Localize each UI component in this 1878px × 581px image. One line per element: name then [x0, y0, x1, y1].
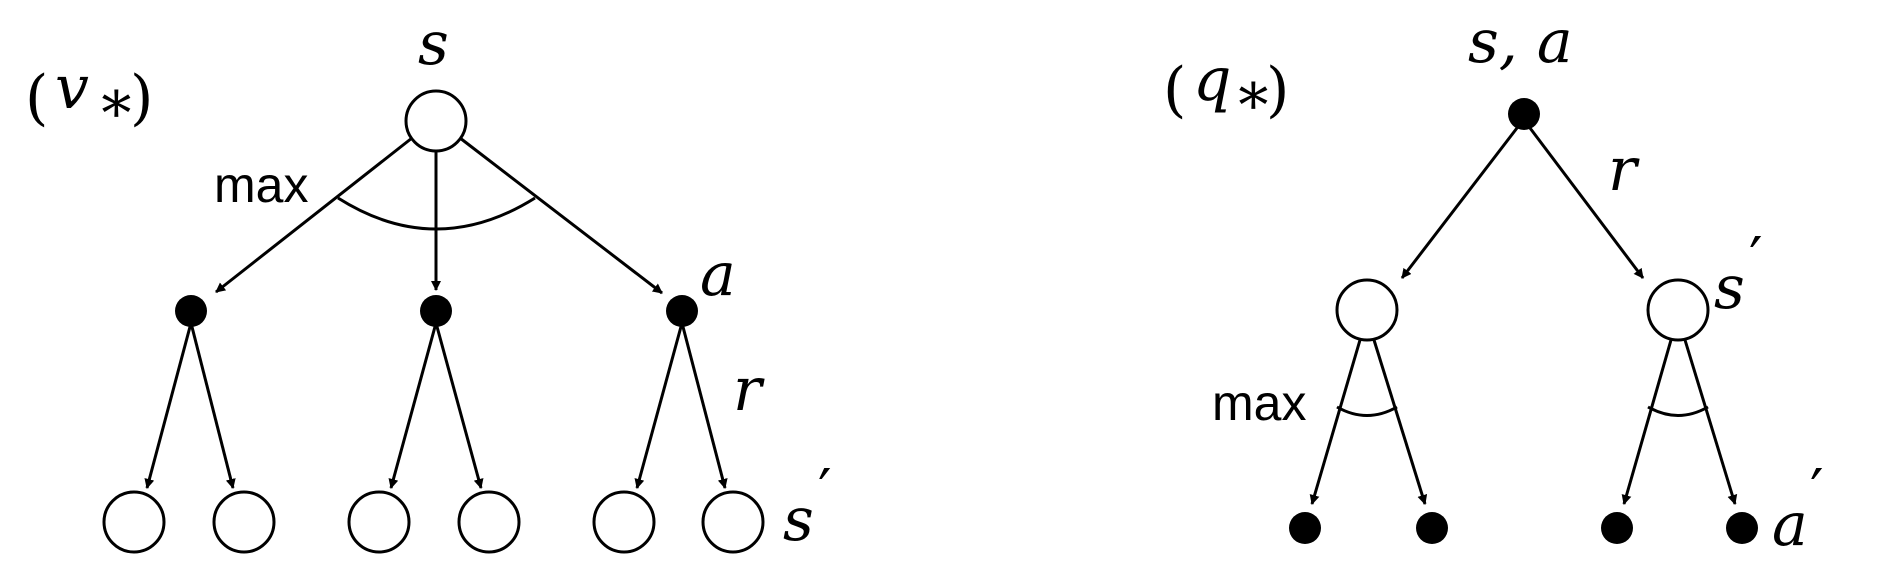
v-star-subscript: ∗	[96, 67, 137, 137]
svg-text:′: ′	[1749, 225, 1763, 295]
q-star-subscript: ∗	[1233, 59, 1274, 129]
edge-s2-to-a4	[1683, 339, 1738, 505]
q-star-panel-label: ( q ∗ )	[1163, 45, 1289, 129]
root-state-action-label: s, a	[1468, 7, 1573, 77]
next-action-node-1	[1289, 512, 1321, 544]
edge-a2-to-s3	[388, 322, 438, 489]
svg-text:′: ′	[1810, 457, 1824, 527]
svg-text:a: a	[1772, 490, 1808, 560]
q-next-state-label: s ′	[1714, 225, 1763, 323]
edge-s1-to-a2	[1372, 339, 1428, 505]
edge-root-to-action-1	[215, 136, 413, 294]
v-star-panel-label: ( v ∗ )	[25, 53, 153, 137]
action-node-3	[666, 295, 698, 327]
action-node-1	[175, 295, 207, 327]
next-state-node-2	[212, 490, 276, 554]
next-state-node-1	[102, 490, 166, 554]
q-star-diagram: ( q ∗ ) s, a r s ′ max	[1163, 7, 1824, 560]
max-arc	[337, 196, 536, 231]
edge-a2-to-s4	[434, 322, 484, 489]
next-state-label: s ′	[783, 457, 832, 555]
reward-label: r	[733, 355, 765, 425]
v-star-diagram: ( v ∗ ) s max a r	[25, 9, 832, 555]
action-label: a	[700, 240, 736, 310]
q-next-state-node-2	[1646, 278, 1710, 342]
edge-a3-to-s6	[680, 322, 728, 489]
q-max-arc-2	[1647, 405, 1709, 417]
edge-a1-to-s2	[189, 322, 236, 489]
q-star-open-paren: (	[1163, 55, 1186, 125]
root-state-node	[404, 89, 468, 153]
next-action-node-4	[1726, 512, 1758, 544]
q-star-symbol: q	[1193, 45, 1231, 115]
q-reward-label: r	[1608, 135, 1640, 205]
svg-text:s: s	[1714, 253, 1745, 323]
root-action-node	[1508, 98, 1540, 130]
svg-text:′: ′	[818, 457, 832, 527]
edge-s1-to-a1	[1309, 339, 1362, 505]
next-state-node-6	[701, 490, 765, 554]
edge-a3-to-s5	[634, 322, 684, 489]
next-state-node-3	[347, 490, 411, 554]
root-state-label: s	[418, 9, 449, 79]
q-max-label: max	[1212, 375, 1306, 431]
v-star-open-paren: (	[25, 63, 48, 133]
next-action-label: a ′	[1772, 457, 1824, 560]
next-action-node-2	[1416, 512, 1448, 544]
action-node-2	[420, 295, 452, 327]
next-state-node-5	[592, 490, 656, 554]
q-star-close-paren: )	[1266, 55, 1289, 125]
edge-root-to-action-3	[459, 136, 663, 295]
max-label: max	[214, 157, 308, 213]
q-next-state-node-1	[1335, 278, 1399, 342]
next-state-node-4	[457, 490, 521, 554]
edge-root-to-next-state-1	[1400, 127, 1519, 279]
edge-s2-to-a3	[1621, 339, 1673, 505]
v-star-close-paren: )	[130, 63, 153, 133]
v-star-symbol: v	[55, 53, 89, 123]
next-action-node-3	[1601, 512, 1633, 544]
svg-text:s: s	[783, 485, 814, 555]
edge-a1-to-s1	[144, 322, 193, 489]
edge-root-to-next-state-2	[1528, 127, 1645, 279]
q-max-arc-1	[1336, 405, 1398, 417]
